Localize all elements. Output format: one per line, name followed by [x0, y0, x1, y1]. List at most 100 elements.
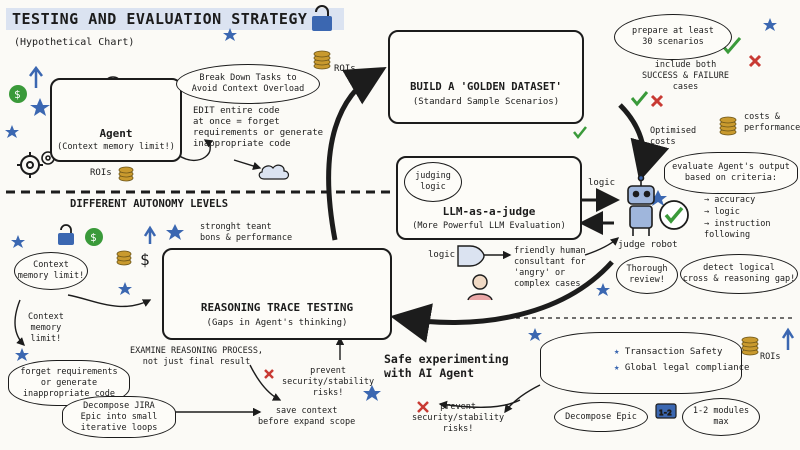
modules-cloud: 1-2 modules max: [682, 398, 760, 436]
title-highlight: [6, 8, 344, 30]
arrow-to-cloud: [233, 159, 262, 170]
cycle-arrow-to-judge: [618, 103, 670, 182]
reasoning-box: [162, 248, 392, 340]
prevent-text-1: prevent security/stability risks!: [282, 366, 375, 398]
lock-icon: [58, 224, 74, 245]
arrow-decompose-epic: [504, 384, 541, 414]
golden-dataset-box: [388, 30, 584, 124]
agent-subtitle: (Context memory limit!): [57, 142, 175, 152]
legal-compliance: Global legal compliance: [624, 363, 750, 373]
agent-title: Agent: [99, 127, 133, 140]
coins-icon: [741, 336, 759, 356]
svg-text:$: $: [90, 231, 97, 244]
safe-cloud: [540, 332, 742, 394]
evaluate-cloud: evaluate Agent's output based on criteri…: [664, 152, 798, 194]
check-icon: [573, 126, 587, 140]
document-icon: 1-2: [655, 403, 677, 419]
dollar-sign-icon: $: [140, 250, 150, 269]
reasoning-above-text: stronght teant bons & performance: [200, 222, 293, 243]
prepare-cloud: prepare at least 30 scenarios: [614, 14, 732, 60]
thorough-text: Thorough review!: [626, 264, 668, 285]
page-subtitle: (Hypothetical Chart): [14, 37, 135, 48]
check-icon: [630, 91, 649, 107]
forget-text: forget requirements or generate inapprop…: [20, 366, 118, 399]
dollar-icon: $: [9, 85, 27, 103]
safe-item: ★ Transaction Safety: [614, 347, 723, 357]
break-down-cloud: Break Down Tasks to Avoid Context Overlo…: [176, 64, 320, 104]
context-limit-text-2: Context memory limit!: [28, 312, 64, 344]
prevent-text-2: prevent security/stability risks!: [412, 402, 505, 434]
cloud-icon: [258, 164, 290, 180]
top-rois-label: ROIs: [334, 64, 356, 74]
arrow-left-1: [67, 294, 152, 308]
lock-icon: [312, 5, 332, 31]
context-limit-text-1: Context memory limit!: [17, 260, 85, 281]
criteria-item: → logic: [704, 207, 740, 217]
judging-logic-text: judging logic: [415, 171, 451, 192]
criteria-instruction: instruction following: [704, 219, 771, 240]
coins-icon: [118, 166, 134, 182]
cross-icon: [650, 94, 664, 108]
arrow-left-2: [14, 299, 25, 346]
thorough-cloud: Thorough review!: [616, 256, 678, 294]
evaluate-text: evaluate Agent's output based on criteri…: [672, 162, 790, 183]
safe-rois-label: ROIs: [760, 352, 781, 362]
human-consultant-text: friendly human consultant for 'angry' or…: [514, 246, 586, 289]
up-arrow-icon: [781, 327, 795, 350]
judging-logic-cloud: judging logic: [404, 162, 462, 202]
human-logic-label: logic: [428, 250, 456, 260]
safe-title: Safe experimenting with AI Agent: [384, 352, 509, 380]
up-arrow-icon: [143, 225, 157, 244]
svg-text:1-2: 1-2: [659, 409, 672, 417]
svg-text:$: $: [14, 88, 21, 101]
reasoning-title: REASONING TRACE TESTING: [200, 301, 354, 314]
decompose-epic-cloud: Decompose Epic: [554, 402, 648, 432]
safe-item: ★ Global legal compliance: [614, 363, 750, 373]
logic-label-in: logic: [588, 178, 616, 188]
logic-gate-icon: [457, 245, 485, 267]
detect-text: detect logical cross & reasoning gap!: [682, 263, 796, 284]
reasoning-subtitle: (Gaps in Agent's thinking): [206, 318, 348, 328]
llm-judge-title: LLM-as-a-judge: [442, 205, 536, 218]
agent-box: [50, 78, 182, 162]
human-consultant-icon: [467, 274, 493, 301]
criteria-item: → instruction following: [704, 219, 771, 240]
agent-rois-label: ROIs: [90, 168, 112, 178]
context-limit-cloud-1: Context memory limit!: [14, 252, 88, 290]
edit-code-text: EDIT entire code at once = forget requir…: [193, 106, 324, 149]
autonomy-label: DIFFERENT AUTONOMY LEVELS: [70, 198, 229, 210]
coins-icon: [116, 250, 132, 266]
detect-cloud: detect logical cross & reasoning gap!: [680, 254, 798, 294]
cross-icon: [264, 369, 274, 379]
criteria-accuracy: accuracy: [714, 195, 756, 205]
cycle-arrow-to-golden: [326, 66, 387, 241]
check-icon: [664, 206, 684, 224]
judge-robot-label: judge robot: [618, 240, 678, 250]
golden-subtitle: (Standard Sample Scenarios): [412, 97, 560, 107]
break-down-text: Break Down Tasks to Avoid Context Overlo…: [191, 73, 305, 94]
criteria-logic: logic: [714, 207, 740, 217]
save-context-text: save context before expand scope: [258, 406, 356, 427]
coins-icon: [313, 50, 331, 70]
decompose-epic-text: Decompose Epic: [565, 411, 637, 422]
costs-performance-text: costs & performance: [744, 112, 800, 133]
modules-text: 1-2 modules max: [692, 406, 750, 427]
gear-icon: [17, 152, 43, 178]
prepare-text: prepare at least 30 scenarios: [632, 26, 714, 47]
decompose-jira-cloud: Decompose JIRA Epic into small iterative…: [62, 396, 176, 438]
criteria-item: → accuracy: [704, 195, 756, 205]
page-title: TESTING AND EVALUATION STRATEGY: [12, 10, 308, 28]
include-text: include both SUCCESS & FAILURE cases: [642, 60, 729, 92]
cycle-arrow-to-reasoning: [390, 260, 614, 343]
coins-icon: [719, 116, 737, 136]
up-arrow-icon: [29, 65, 43, 88]
dollar-icon: $: [85, 228, 103, 246]
arrow-agent-loop: [177, 139, 214, 162]
robot-icon: [627, 174, 655, 236]
cross-icon: [417, 401, 429, 413]
transaction-safety: Transaction Safety: [624, 347, 723, 357]
arrow-human-to-judge: [584, 237, 620, 256]
cross-icon: [748, 54, 762, 68]
llm-judge-subtitle: (More Powerful LLM Evaluation): [412, 221, 566, 231]
decompose-jira-text: Decompose JIRA Epic into small iterative…: [80, 400, 158, 433]
